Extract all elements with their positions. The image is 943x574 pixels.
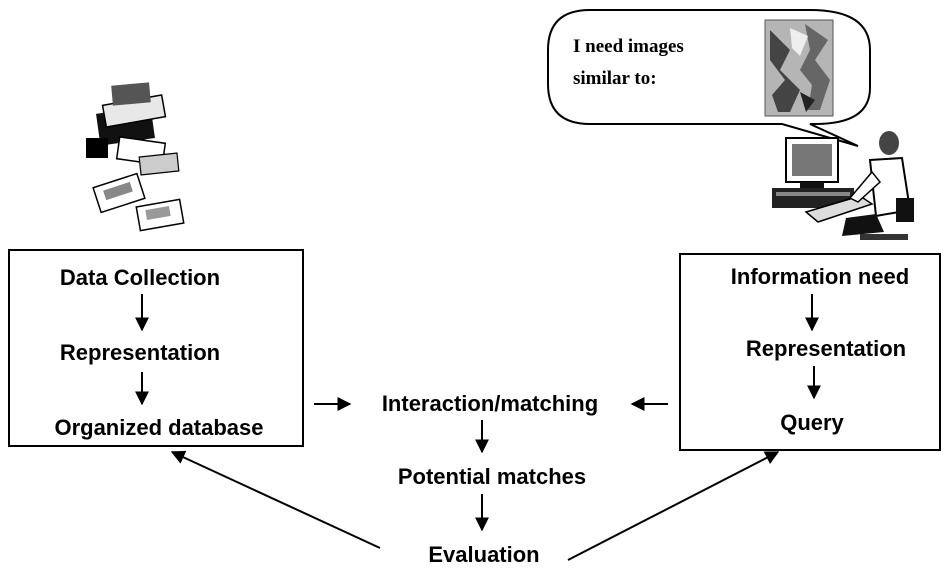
- information-need-label: Information need: [731, 264, 909, 289]
- bubble-line-2: similar to:: [573, 68, 657, 89]
- right-representation-label: Representation: [746, 336, 906, 361]
- organized-database-label: Organized database: [54, 415, 263, 440]
- feedback-arrow-to-database: [170, 450, 381, 549]
- documents-and-photos-icon: [86, 82, 185, 232]
- left-representation-label: Representation: [60, 340, 220, 365]
- interaction-matching-label: Interaction/matching: [382, 391, 598, 416]
- data-side-box: [8, 249, 304, 447]
- feedback-arrow-to-query: [567, 451, 780, 561]
- bubble-line-1: I need images: [573, 36, 684, 57]
- data-collection-label: Data Collection: [60, 265, 220, 290]
- user-at-computer-icon: [772, 131, 914, 240]
- speech-bubble: I need images similar to:: [547, 9, 871, 147]
- query-label: Query: [780, 410, 844, 435]
- evaluation-label: Evaluation: [428, 542, 539, 567]
- query-side-box: [679, 253, 941, 451]
- sample-image-icon: [764, 19, 834, 117]
- potential-matches-label: Potential matches: [398, 464, 586, 489]
